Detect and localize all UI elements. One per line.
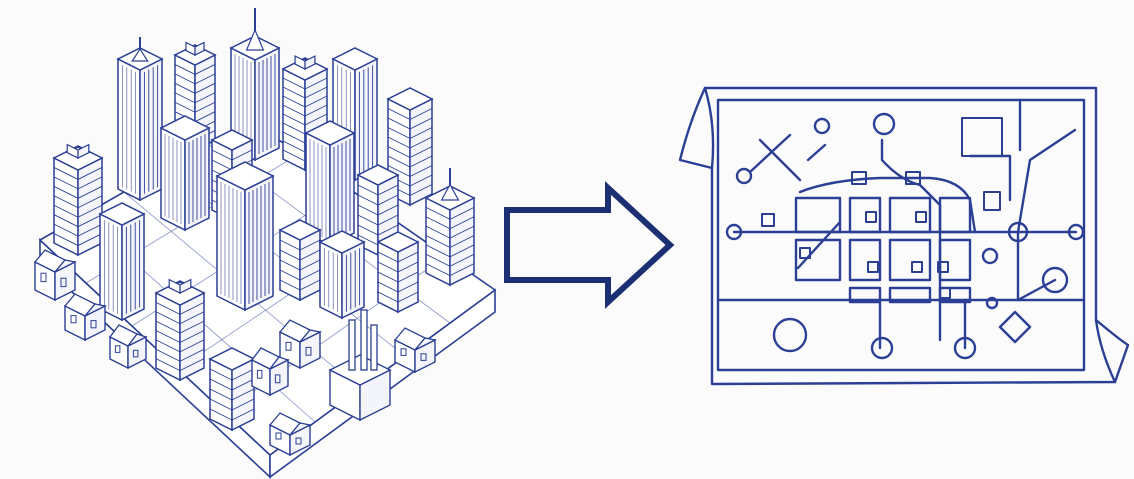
map-block	[848, 196, 882, 234]
map-park	[772, 317, 808, 353]
map-roundabout	[870, 336, 894, 360]
tower-back-left	[116, 37, 164, 202]
map-frame	[716, 98, 1086, 372]
map-roundabout	[1041, 266, 1069, 294]
map-building-square	[865, 211, 877, 223]
map-road-southeast	[1016, 230, 1057, 302]
house	[33, 249, 77, 302]
map-roundabout	[1007, 221, 1029, 243]
map-block	[938, 238, 972, 282]
map-node	[725, 223, 743, 241]
map-building-square	[939, 287, 951, 299]
map-building-square	[905, 171, 921, 185]
map-icon	[678, 86, 1130, 386]
house	[393, 327, 437, 374]
map-paper-outline	[678, 86, 1130, 386]
map-block	[794, 196, 842, 234]
map-building-square	[911, 261, 923, 273]
map-node	[981, 247, 999, 265]
map-block	[848, 286, 882, 304]
map-landmark-diamond	[998, 310, 1032, 344]
house	[109, 324, 148, 370]
map-roundabout	[872, 112, 896, 136]
building-front-2	[318, 230, 366, 320]
map-building-square	[983, 191, 1001, 211]
arrow-shape	[504, 181, 675, 309]
house	[251, 347, 290, 397]
map-building-square	[799, 247, 811, 259]
map-building-square	[851, 171, 867, 185]
map-node	[735, 167, 753, 185]
building-mid-1	[159, 115, 211, 232]
map-node	[985, 296, 999, 310]
tower-front-center	[215, 161, 275, 312]
map-roundabout	[953, 336, 977, 360]
map-road-east	[1016, 128, 1077, 234]
map-block	[888, 286, 932, 304]
map-node	[813, 117, 831, 135]
building-front-3	[376, 231, 420, 314]
factory	[328, 309, 392, 422]
map-block	[888, 196, 932, 234]
house	[63, 293, 107, 342]
building-mid-left	[52, 143, 104, 257]
map-block	[938, 196, 972, 234]
tower-mid-center	[304, 120, 356, 247]
map-building-square	[961, 117, 1003, 157]
map-node	[1067, 223, 1085, 241]
arrow-right-icon	[504, 181, 675, 309]
map-block	[888, 238, 932, 282]
map-road-curve	[798, 176, 977, 234]
tower-front-left	[98, 202, 146, 322]
house	[278, 319, 322, 370]
map-building-square	[937, 261, 949, 273]
building-front-1	[278, 219, 322, 302]
map-building-square	[915, 211, 927, 223]
map-road-east-2	[968, 154, 1012, 202]
map-building-square	[867, 261, 879, 273]
map-curl-top	[703, 86, 715, 170]
map-block	[794, 238, 842, 282]
house	[268, 412, 312, 457]
map-curl-bottom	[1094, 318, 1117, 384]
tower-mid-right	[424, 168, 476, 287]
building-front-5	[208, 347, 256, 432]
map-building-square	[761, 213, 775, 227]
building-back-3	[386, 87, 434, 207]
map-road-diag	[748, 133, 827, 182]
map-road-diag-sw	[796, 220, 842, 270]
map-block	[848, 238, 882, 282]
city-icon	[33, 8, 497, 479]
building-front-4	[154, 278, 206, 382]
map-road-south	[878, 298, 967, 350]
